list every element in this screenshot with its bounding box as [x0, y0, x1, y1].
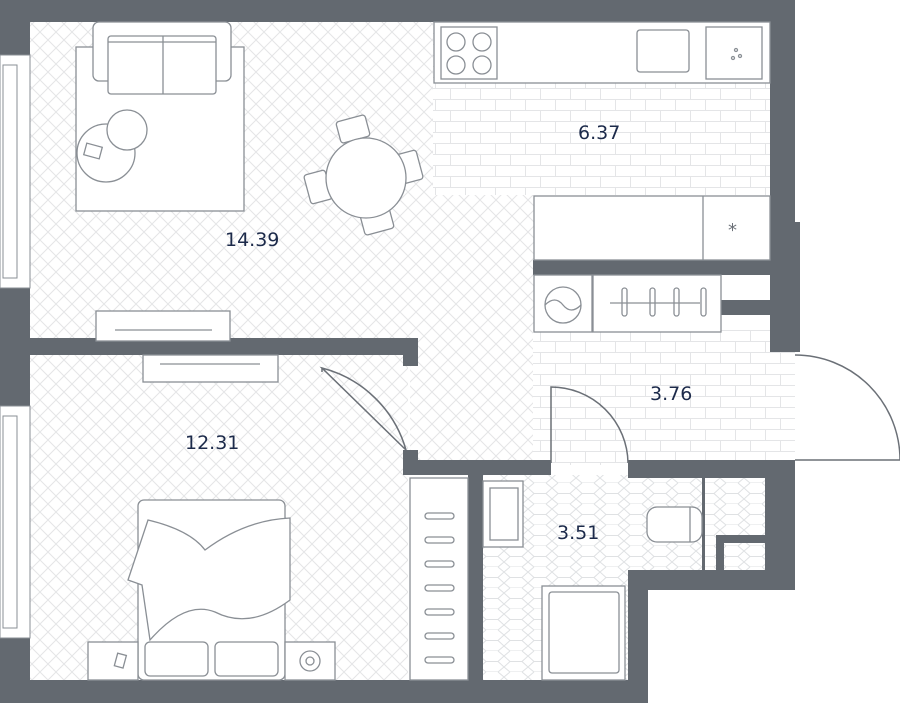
walls [0, 0, 800, 703]
door-entrance[interactable] [794, 354, 900, 461]
washing-machine [533, 274, 593, 333]
tv-stand-bedroom [142, 354, 279, 383]
wardrobe [409, 477, 469, 681]
kitchen-counter [433, 21, 771, 84]
washbasin [482, 480, 524, 548]
shower [541, 585, 626, 681]
floor-hall [533, 330, 795, 465]
toilet [646, 506, 703, 543]
area-label-bathroom: 3.51 [557, 522, 599, 544]
side-tables [76, 109, 148, 183]
area-label-kitchen: 6.37 [578, 122, 620, 144]
towel-dryer [592, 274, 722, 333]
area-label-living: 14.39 [225, 229, 279, 251]
dining-table [303, 114, 424, 236]
svg-text:*: * [728, 220, 737, 241]
door-bathroom[interactable] [550, 386, 629, 464]
door-bedroom[interactable] [319, 366, 407, 451]
window-bedroom [0, 405, 31, 639]
area-label-hall: 3.76 [650, 383, 692, 405]
sink-icon [636, 29, 690, 73]
window-living [0, 54, 31, 289]
bed [127, 499, 291, 681]
tv-stand-living [95, 310, 231, 342]
fridge-counter: * [533, 195, 771, 261]
area-label-bedroom: 12.31 [185, 432, 239, 454]
sofa [92, 21, 232, 95]
nightstands [87, 641, 336, 681]
